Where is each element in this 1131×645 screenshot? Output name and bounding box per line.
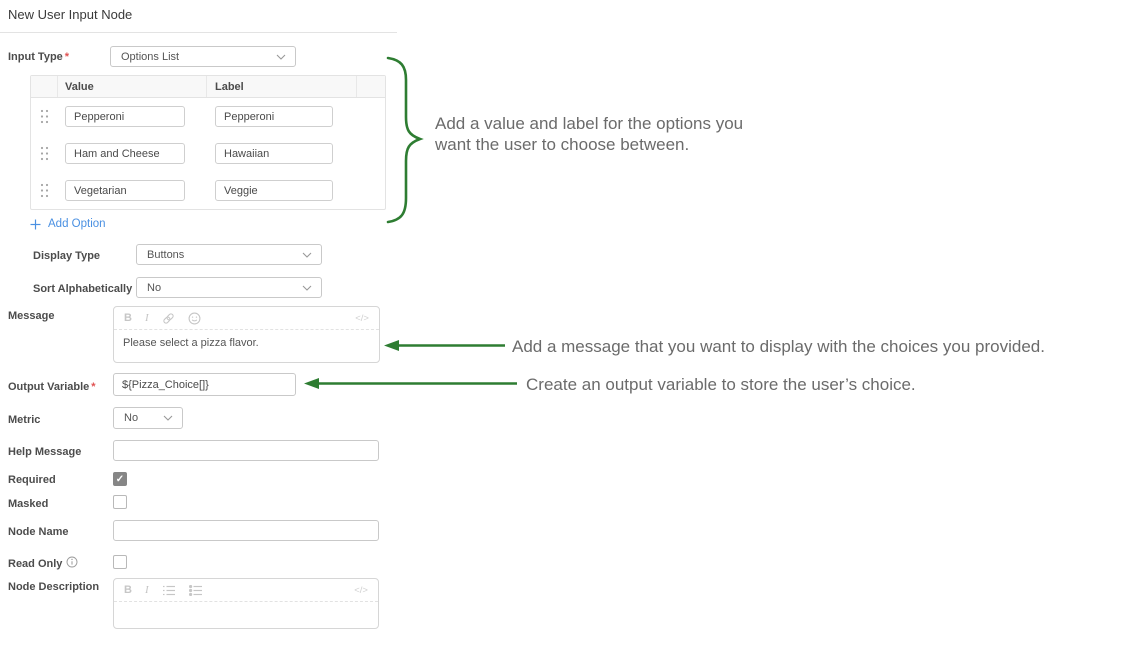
drag-handle-icon[interactable] [31, 146, 58, 161]
table-row [31, 135, 385, 172]
node-name-label: Node Name [8, 526, 69, 538]
options-table: Value Label [30, 75, 386, 210]
sort-alphabetically-label: Sort Alphabetically [33, 283, 133, 295]
output-variable-label: Output Variable* [8, 381, 96, 393]
arrow-left-icon [304, 378, 517, 389]
annotation-message-note: Add a message that you want to display w… [512, 337, 1045, 356]
chevron-down-icon [163, 415, 173, 421]
required-asterisk: * [91, 381, 96, 393]
node-description-input[interactable] [114, 602, 378, 622]
message-editor: B I </> Please select a pizza flavor. [113, 306, 380, 363]
masked-label: Masked [8, 498, 49, 510]
ordered-list-icon[interactable] [162, 585, 176, 596]
annotation-options-note: Add a value and label for the options yo… [435, 114, 744, 154]
chevron-down-icon [302, 285, 312, 291]
node-description-label: Node Description [8, 581, 100, 593]
value-column-header: Value [58, 76, 207, 97]
table-row [31, 98, 385, 135]
italic-button[interactable]: I [144, 312, 149, 324]
add-option-label: Add Option [48, 218, 106, 230]
option-label-input[interactable] [215, 106, 333, 127]
read-only-label: Read Only [8, 556, 78, 570]
chevron-down-icon [276, 54, 286, 60]
unordered-list-icon[interactable] [188, 584, 203, 596]
metric-select[interactable]: No [113, 407, 183, 429]
message-editor-toolbar: B I </> [114, 307, 379, 330]
drag-handle-icon[interactable] [31, 183, 58, 198]
required-label: Required [8, 474, 56, 486]
message-label: Message [8, 310, 55, 322]
option-value-input[interactable] [65, 143, 185, 164]
option-value-input[interactable] [65, 180, 185, 201]
arrow-left-icon [384, 340, 505, 351]
annotation-output-note: Create an output variable to store the u… [526, 375, 916, 394]
add-option-button[interactable]: Add Option [30, 218, 106, 230]
input-type-value: Options List [121, 50, 180, 63]
check-icon: ✓ [115, 473, 125, 485]
link-icon[interactable] [162, 312, 175, 325]
drag-column-header [31, 76, 58, 97]
display-type-label: Display Type [33, 250, 101, 262]
option-value-input[interactable] [65, 106, 185, 127]
metric-label: Metric [8, 414, 41, 426]
metric-value: No [124, 412, 139, 424]
italic-button[interactable]: I [144, 584, 149, 596]
chevron-down-icon [302, 252, 312, 258]
plus-icon [30, 219, 41, 229]
display-type-value: Buttons [147, 248, 185, 261]
info-icon [66, 556, 78, 568]
bold-button[interactable]: B [124, 312, 132, 324]
actions-column-header [357, 76, 385, 97]
required-asterisk: * [64, 51, 70, 63]
option-label-input[interactable] [215, 180, 333, 201]
page-title: New User Input Node [8, 7, 133, 22]
option-label-input[interactable] [215, 143, 333, 164]
table-row [31, 172, 385, 209]
code-view-button[interactable]: </> [354, 584, 368, 596]
options-table-header: Value Label [31, 76, 385, 98]
label-column-header: Label [207, 76, 357, 97]
message-input[interactable]: Please select a pizza flavor. [123, 337, 259, 349]
node-description-editor: B I </> [113, 578, 379, 629]
read-only-checkbox[interactable] [113, 555, 127, 569]
required-checkbox[interactable]: ✓ [113, 472, 127, 486]
sort-alphabetically-value: No [147, 281, 162, 294]
help-message-input[interactable] [113, 440, 379, 461]
drag-handle-icon[interactable] [31, 109, 58, 124]
masked-checkbox[interactable] [113, 495, 127, 509]
curly-brace-icon [386, 56, 424, 224]
sort-alphabetically-select[interactable]: No [136, 277, 322, 298]
bold-button[interactable]: B [124, 584, 132, 596]
code-view-button[interactable]: </> [355, 312, 369, 324]
input-type-select[interactable]: Options List [110, 46, 296, 67]
input-type-label: Input Type* [8, 51, 70, 63]
display-type-select[interactable]: Buttons [136, 244, 322, 265]
node-description-toolbar: B I </> [114, 579, 378, 602]
node-name-input[interactable] [113, 520, 379, 541]
output-variable-input[interactable] [113, 373, 296, 396]
help-message-label: Help Message [8, 446, 82, 458]
divider [0, 32, 397, 33]
emoji-icon[interactable] [188, 312, 201, 325]
